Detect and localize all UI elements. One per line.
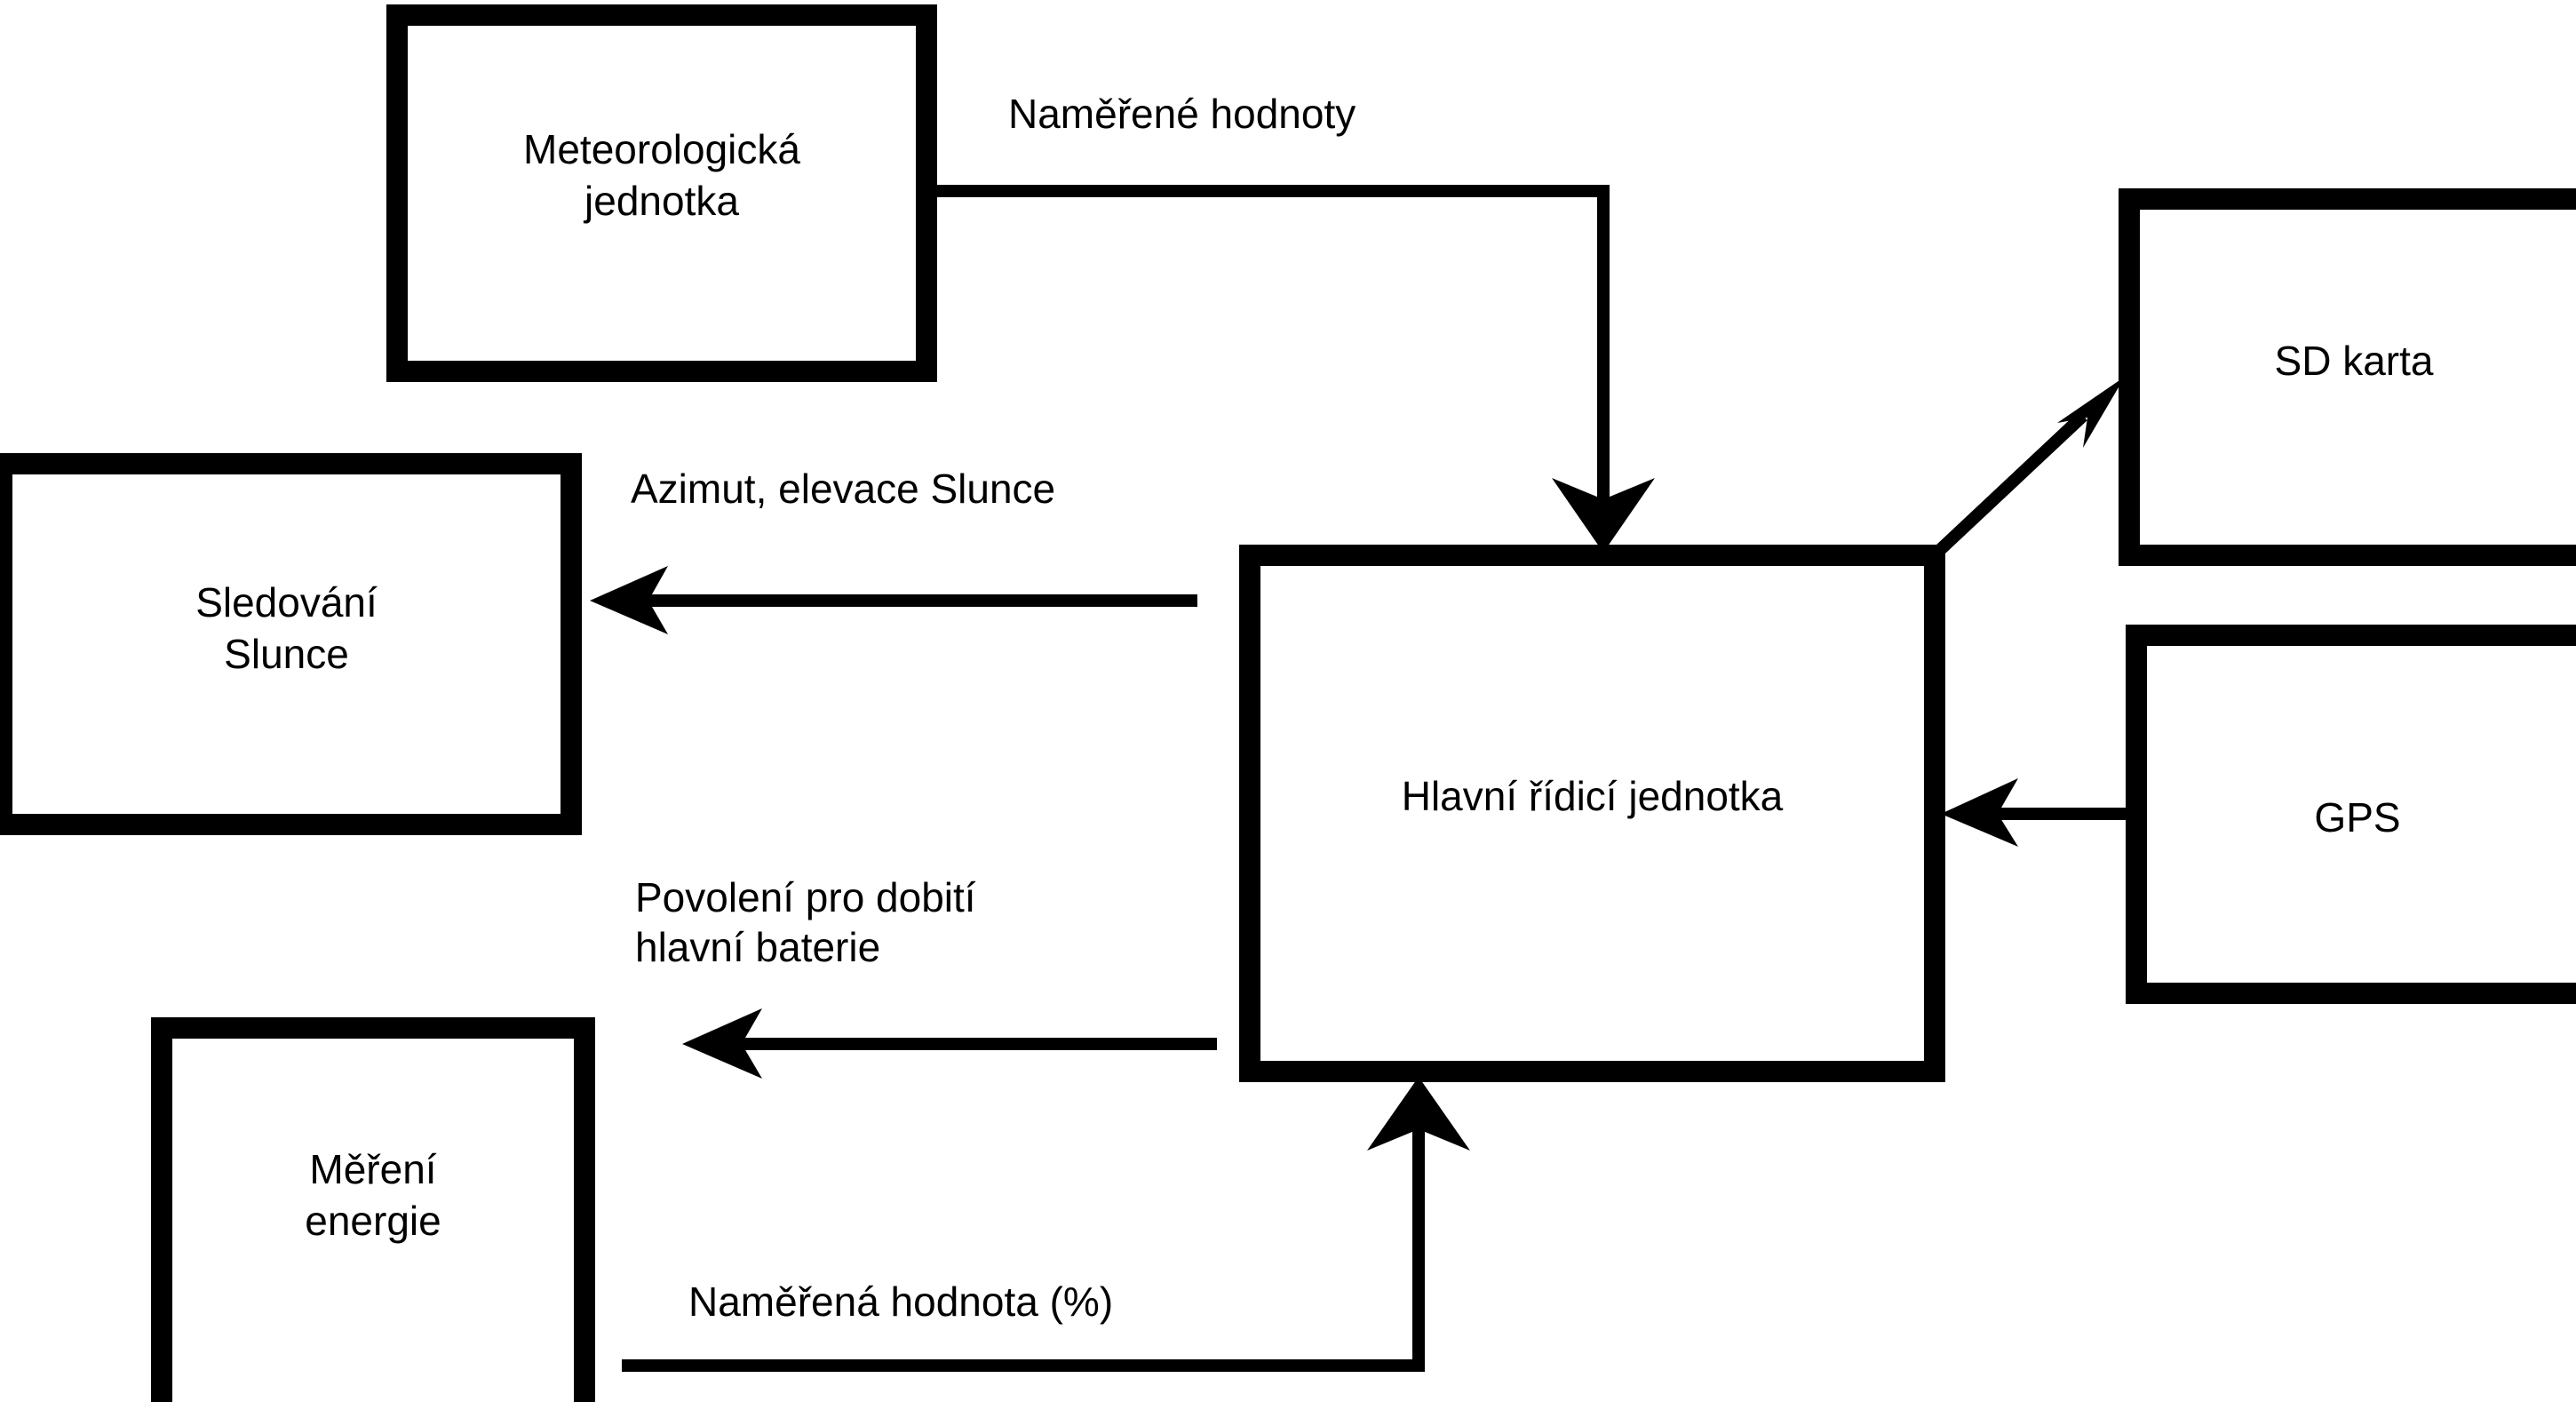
node-box-energy-measurement[interactable] [151,1017,595,1402]
node-box-sun-tracking[interactable] [0,453,582,835]
arrowhead-down-into-main [1552,478,1655,553]
node-box-main-control-unit[interactable] [1239,545,1945,1082]
node-box-meteo[interactable] [386,4,937,382]
arrowhead-up-into-main [1367,1077,1470,1151]
edge-energy-to-main [622,1077,1470,1372]
edge-gps-to-main [1941,778,2126,847]
node-box-sd-card[interactable] [2119,188,2576,566]
edge-main-to-sun-tracking [590,566,1197,634]
arrowhead-up-right-into-sd-card [2057,377,2125,448]
node-box-gps[interactable] [2126,625,2576,1004]
edge-main-to-energy [682,1008,1217,1079]
edge-main-to-sd-card [1936,377,2125,554]
arrowhead-left-into-main [1941,778,2018,847]
arrowhead-left-into-energy [682,1008,762,1079]
arrowhead-left-into-sun-tracking [590,566,668,634]
edge-meteo-to-main [937,185,1655,553]
